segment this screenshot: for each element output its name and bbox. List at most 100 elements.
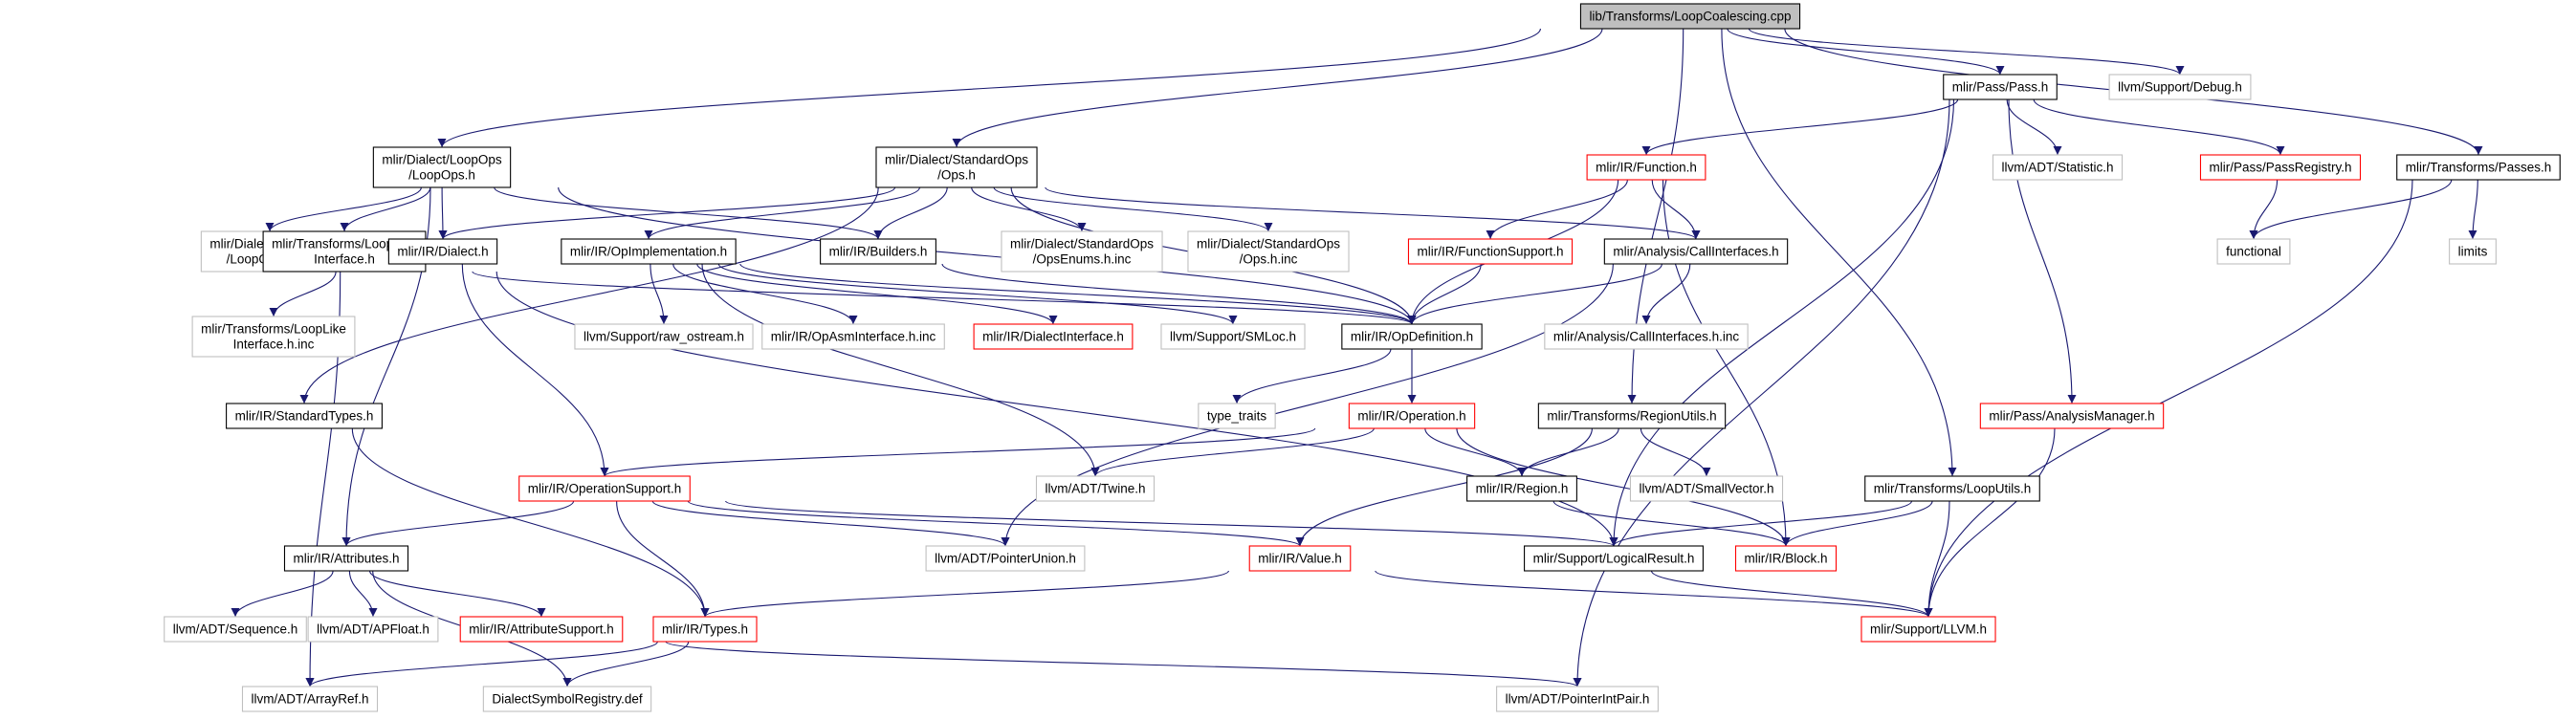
node-pointerunion-h[interactable]: llvm/ADT/PointerUnion.h	[925, 545, 1086, 572]
node-regionutils-h[interactable]: mlir/Transforms/RegionUtils.h	[1537, 403, 1727, 429]
node-attributes-h[interactable]: mlir/IR/Attributes.h	[283, 545, 409, 572]
node-opimpl-h[interactable]: mlir/IR/OpImplementation.h	[561, 238, 737, 265]
node-apfloat-h[interactable]: llvm/ADT/APFloat.h	[307, 616, 439, 643]
edge-looputils-h-to-logicalresult-h	[1609, 500, 1913, 547]
node-dialect-h[interactable]: mlir/IR/Dialect.h	[387, 238, 498, 265]
node-arrayref-h[interactable]: llvm/ADT/ArrayRef.h	[241, 686, 379, 712]
node-box	[1001, 230, 1163, 273]
node-box	[1198, 403, 1276, 429]
node-box	[973, 323, 1134, 350]
node-passregistry-h[interactable]: mlir/Pass/PassRegistry.h	[2199, 154, 2362, 181]
node-label: mlir/Transforms/LoopUtils.h	[1874, 482, 2032, 496]
node-label: mlir/IR/Block.h	[1744, 552, 1827, 566]
node-raw-ostream-h[interactable]: llvm/Support/raw_ostream.h	[574, 323, 754, 350]
node-passes-h[interactable]: mlir/Transforms/Passes.h	[2396, 154, 2561, 181]
node-smloc-h[interactable]: llvm/Support/SMLoc.h	[1160, 323, 1306, 350]
edge-opsupport-h-to-value-h	[687, 500, 1305, 547]
node-dialectif-h[interactable]: mlir/IR/DialectInterface.h	[973, 323, 1134, 350]
node-label: mlir/IR/AttributeSupport.h	[469, 622, 614, 637]
node-sequence-h[interactable]: llvm/ADT/Sequence.h	[164, 616, 307, 643]
node-label: mlir/IR/StandardTypes.h	[235, 409, 374, 424]
node-type-traits[interactable]: type_traits	[1198, 403, 1276, 429]
node-label: functional	[2226, 245, 2281, 259]
node-box	[2199, 154, 2362, 181]
node-builders-h[interactable]: mlir/IR/Builders.h	[820, 238, 936, 265]
node-looputils-h[interactable]: mlir/Transforms/LoopUtils.h	[1864, 475, 2040, 502]
node-label: Interface.h.inc	[233, 338, 315, 352]
edge-loopops-h-to-loopops-inc	[265, 186, 422, 232]
node-box	[2108, 74, 2252, 100]
node-ops-inc[interactable]: mlir/Dialect/StandardOps/Ops.h.inc	[1187, 230, 1350, 273]
node-pass-h[interactable]: mlir/Pass/Pass.h	[1943, 74, 2058, 100]
edge-loopops-h-to-dialect-h	[438, 186, 448, 240]
edge-builders-h-to-opdef-h	[941, 263, 1417, 325]
node-functional[interactable]: functional	[2216, 238, 2291, 265]
edge-function-h-to-funcsupport-h	[1486, 179, 1628, 240]
node-opsenums-inc[interactable]: mlir/Dialect/StandardOps/OpsEnums.h.inc	[1001, 230, 1163, 273]
edge-function-h-to-callif-h	[1651, 179, 1701, 240]
node-llvm-h[interactable]: mlir/Support/LLVM.h	[1860, 616, 1996, 643]
edge-operation-h-to-twine-h	[1090, 427, 1375, 477]
edge-opsupport-h-to-attributes-h	[341, 500, 575, 547]
node-attrsupport-h[interactable]: mlir/IR/AttributeSupport.h	[459, 616, 624, 643]
node-label: llvm/ADT/APFloat.h	[317, 622, 429, 637]
node-loopops-h[interactable]: mlir/Dialect/LoopOps/LoopOps.h	[372, 146, 512, 188]
node-label: limits	[2458, 245, 2488, 259]
node-analysismgr-h[interactable]: mlir/Pass/AnalysisManager.h	[1979, 403, 2165, 429]
node-dsregistry-def[interactable]: DialectSymbolRegistry.def	[482, 686, 652, 712]
node-logicalresult-h[interactable]: mlir/Support/LogicalResult.h	[1524, 545, 1704, 572]
node-label: /OpsEnums.h.inc	[1033, 252, 1132, 267]
node-function-h[interactable]: mlir/IR/Function.h	[1586, 154, 1706, 181]
node-stdtypes-h[interactable]: mlir/IR/StandardTypes.h	[226, 403, 383, 429]
node-twine-h[interactable]: llvm/ADT/Twine.h	[1035, 475, 1156, 502]
node-box	[459, 616, 624, 643]
node-label: mlir/Transforms/RegionUtils.h	[1547, 409, 1716, 424]
node-opdef-h[interactable]: mlir/IR/OpDefinition.h	[1341, 323, 1483, 350]
edge-opimpl-h-to-dialectif-h	[696, 263, 1058, 325]
node-label: llvm/ADT/Twine.h	[1045, 482, 1145, 496]
node-label: mlir/Transforms/LoopLike	[272, 237, 417, 251]
node-callif-h[interactable]: mlir/Analysis/CallInterfaces.h	[1603, 238, 1789, 265]
node-box	[372, 146, 512, 188]
node-box	[875, 146, 1038, 188]
node-region-h[interactable]: mlir/IR/Region.h	[1466, 475, 1577, 502]
edge-looplike-h-to-opdef-h	[472, 271, 1417, 325]
node-label: mlir/Pass/PassRegistry.h	[2209, 161, 2351, 175]
node-label: mlir/IR/Builders.h	[829, 245, 928, 259]
edge-pass-h-to-statistic-h	[2006, 98, 2062, 156]
node-funcsupport-h[interactable]: mlir/IR/FunctionSupport.h	[1407, 238, 1574, 265]
node-box	[2449, 238, 2497, 265]
node-box	[164, 616, 307, 643]
node-label: lib/Transforms/LoopCoalescing.cpp	[1589, 10, 1791, 24]
node-operation-h[interactable]: mlir/IR/Operation.h	[1348, 403, 1476, 429]
node-statistic-h[interactable]: llvm/ADT/Statistic.h	[1992, 154, 2124, 181]
node-value-h[interactable]: mlir/IR/Value.h	[1248, 545, 1352, 572]
node-smallvector-h[interactable]: llvm/ADT/SmallVector.h	[1629, 475, 1784, 502]
node-box	[1537, 403, 1727, 429]
node-label: mlir/Dialect/StandardOps	[1010, 237, 1154, 251]
node-stdops-h[interactable]: mlir/Dialect/StandardOps/Ops.h	[875, 146, 1038, 188]
node-opsupport-h[interactable]: mlir/IR/OperationSupport.h	[518, 475, 691, 502]
node-limits[interactable]: limits	[2449, 238, 2497, 265]
edge-opimpl-h-to-smloc-h	[717, 263, 1238, 325]
edge-pass-h-to-passregistry-h	[2033, 98, 2285, 156]
node-opasm-inc[interactable]: mlir/IR/OpAsmInterface.h.inc	[761, 323, 945, 350]
node-root[interactable]: lib/Transforms/LoopCoalescing.cpp	[1579, 3, 1801, 30]
node-label: mlir/IR/Function.h	[1596, 161, 1697, 175]
edge-stdops-h-to-builders-h	[873, 186, 948, 240]
node-pointerintpair-h[interactable]: llvm/ADT/PointerIntPair.h	[1496, 686, 1659, 712]
node-callif-inc[interactable]: mlir/Analysis/CallInterfaces.h.inc	[1544, 323, 1749, 350]
node-box	[226, 403, 383, 429]
node-types-h[interactable]: mlir/IR/Types.h	[652, 616, 758, 643]
node-box	[1979, 403, 2165, 429]
edge-attributes-h-to-sequence-h	[231, 570, 334, 618]
node-box	[1992, 154, 2124, 181]
node-box	[1248, 545, 1352, 572]
node-box	[1524, 545, 1704, 572]
edge-analysismgr-h-to-llvm-h	[1924, 427, 2056, 618]
edge-pass-h-to-function-h	[1641, 98, 1959, 156]
node-block-h[interactable]: mlir/IR/Block.h	[1734, 545, 1838, 572]
node-debug-h[interactable]: llvm/Support/Debug.h	[2108, 74, 2252, 100]
